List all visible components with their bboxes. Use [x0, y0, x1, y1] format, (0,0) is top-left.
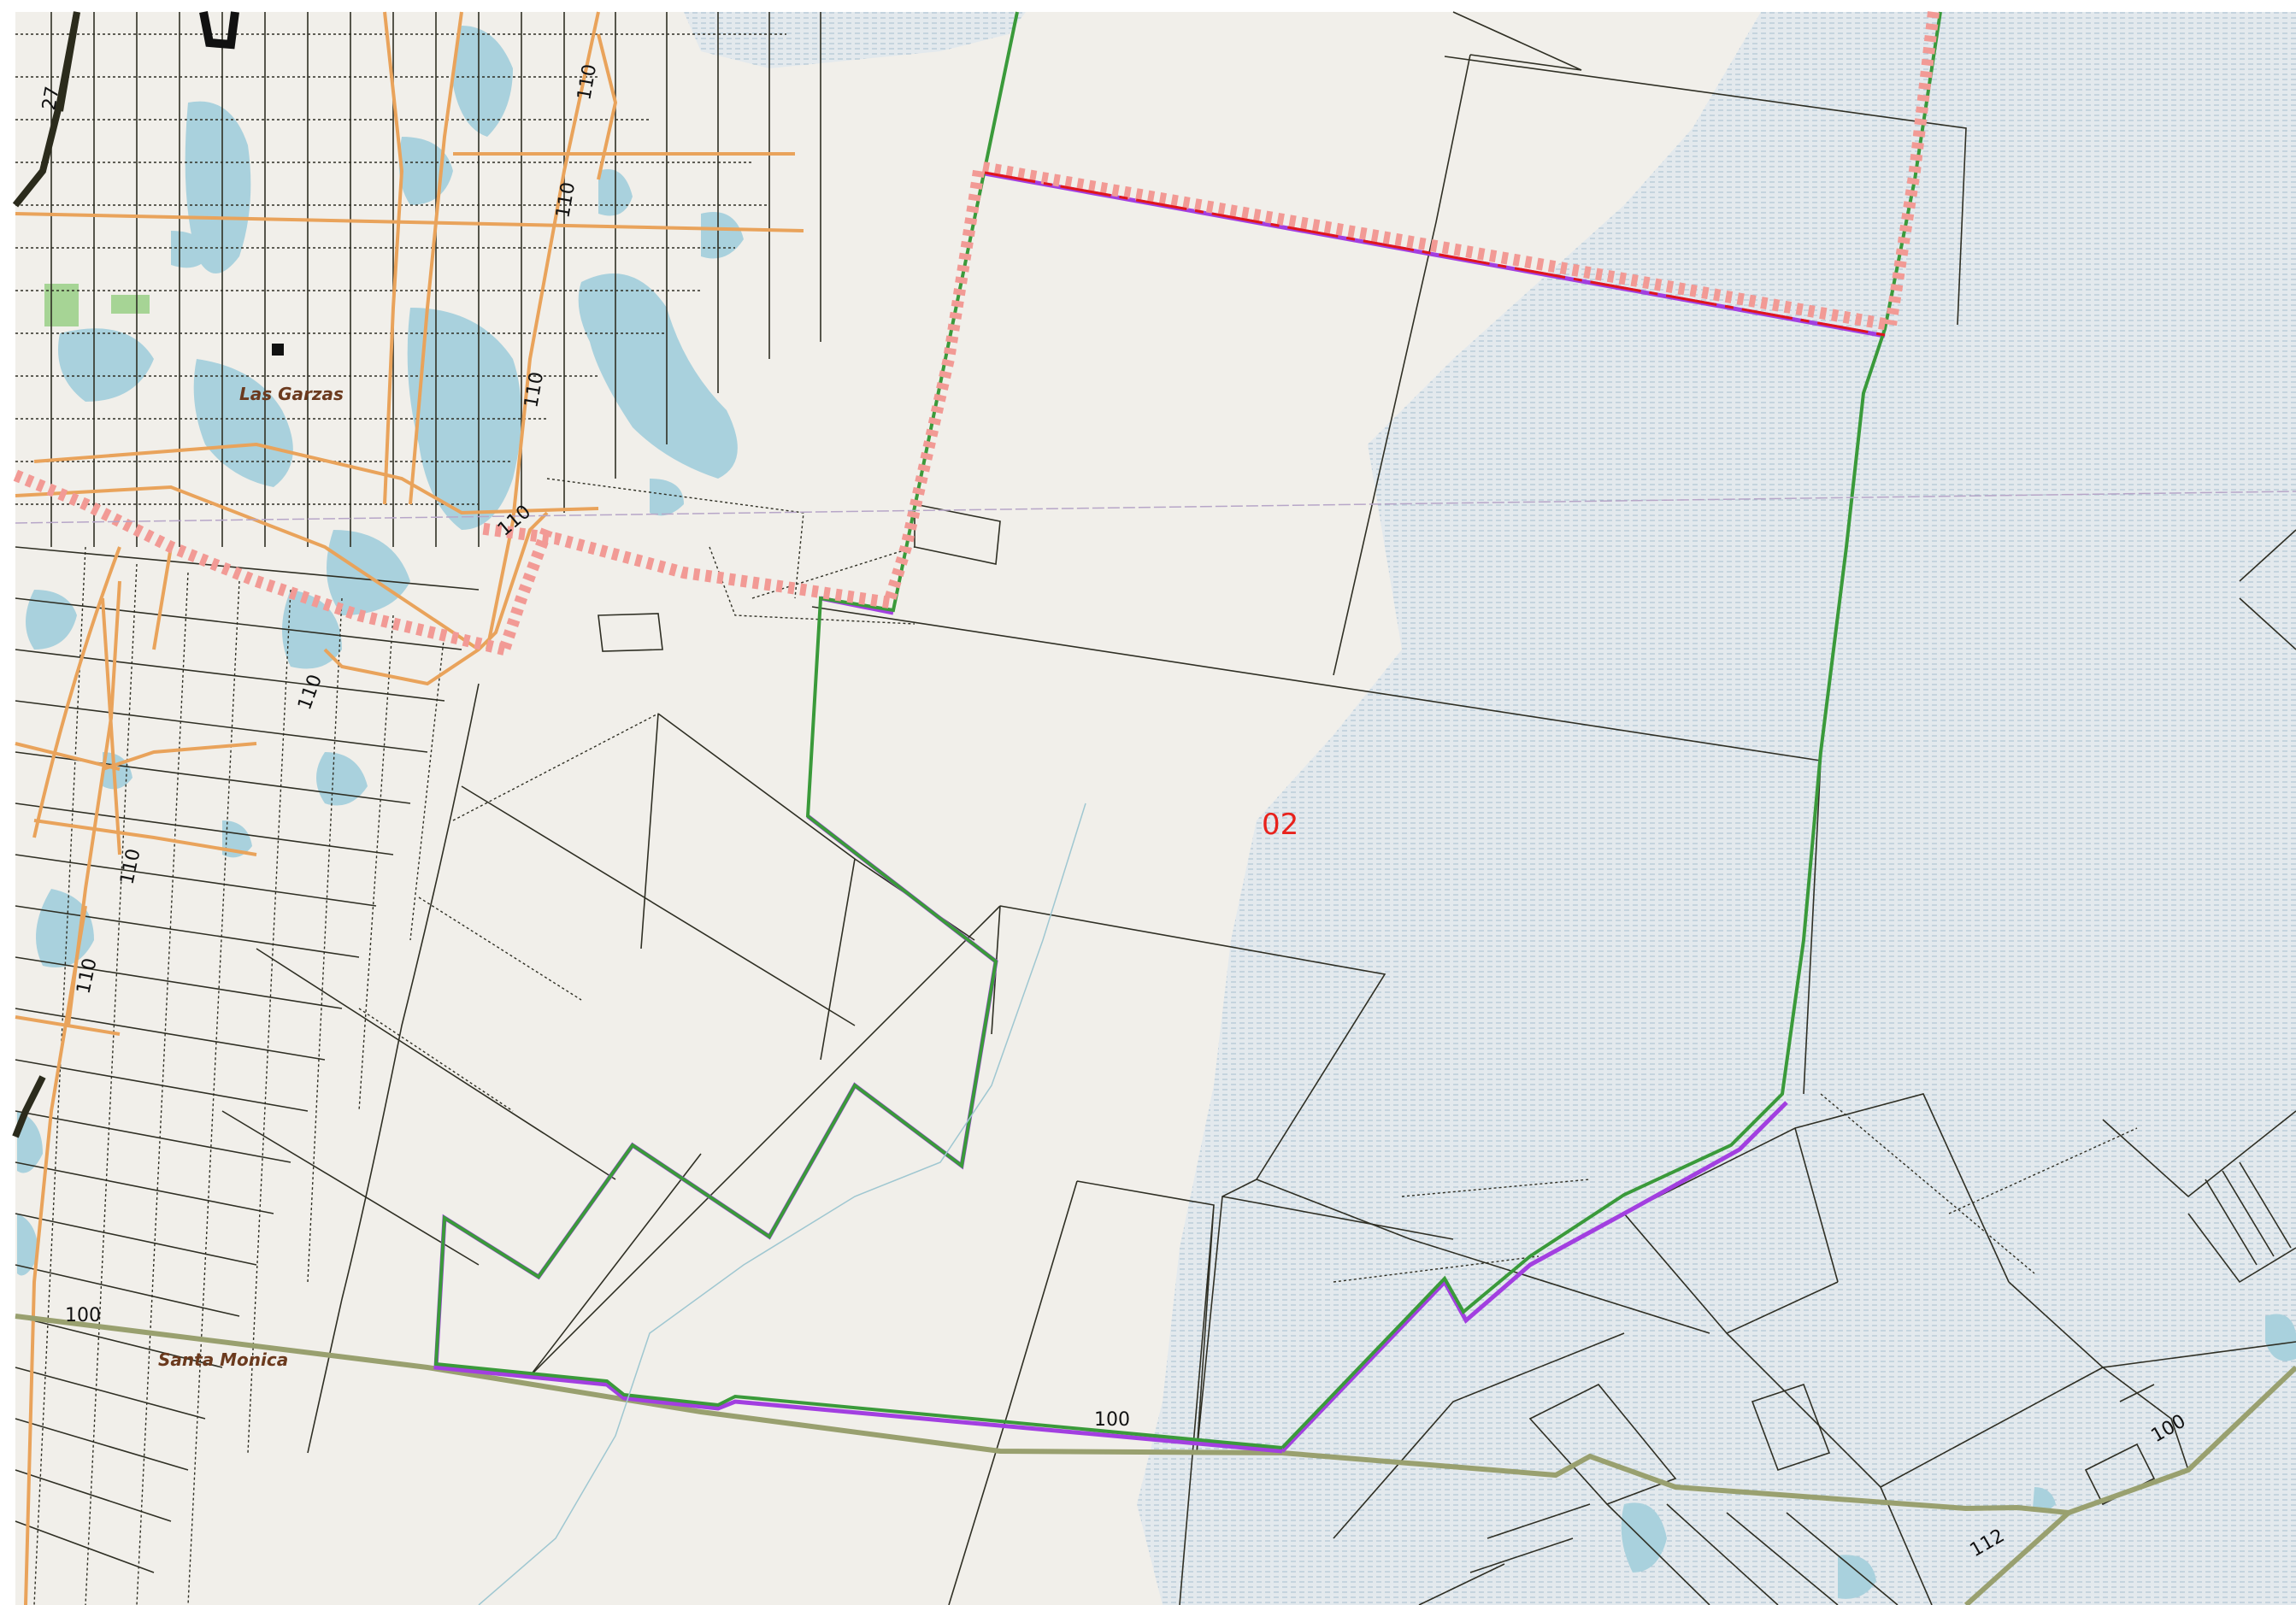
place-label-las-garzas: Las Garzas — [239, 384, 344, 404]
rural-parcels — [221, 11, 2296, 1605]
zone-label: 02 — [1262, 808, 1298, 842]
place-label-santa-monica: Santa Monica — [158, 1349, 288, 1370]
stream — [478, 802, 1086, 1605]
marsh-area-east — [1137, 12, 2296, 1605]
boundary-green — [433, 11, 1942, 1449]
admin-boundary-pink — [13, 11, 1940, 656]
urban-parcel-grid — [15, 12, 821, 1605]
main-road-100 — [15, 1314, 2296, 1605]
road-ref-27: 27 — [38, 85, 63, 112]
road-ref-100-a: 100 — [65, 1305, 101, 1326]
road-ref-100-b: 100 — [1094, 1409, 1130, 1431]
top-white-strip — [0, 0, 2296, 12]
left-white-strip — [0, 0, 15, 1605]
highway — [12, 11, 80, 1138]
municipal-line — [15, 491, 2296, 524]
building-icon[interactable] — [272, 344, 284, 356]
highway-marker — [199, 11, 239, 50]
